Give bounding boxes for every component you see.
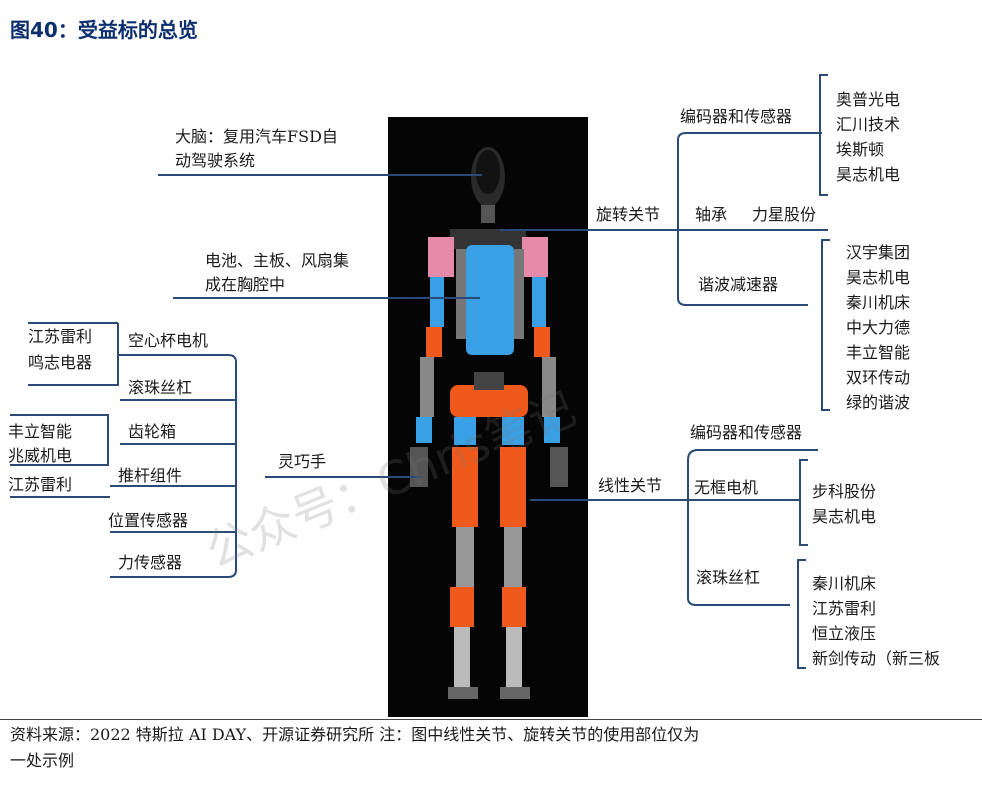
part-position-sensor: 位置传感器 bbox=[108, 511, 189, 530]
motor-supplier-2: 昊志机电 bbox=[812, 507, 877, 526]
source-note-line2: 一处示例 bbox=[10, 751, 75, 770]
bearing-supplier: 力星股份 bbox=[752, 205, 817, 224]
encoder-supplier-4: 昊志机电 bbox=[836, 165, 901, 184]
source-note-line1: 资料来源：2022 特斯拉 AI DAY、开源证券研究所 注：图中线性关节、旋转… bbox=[10, 725, 700, 744]
supplier-jiangsu-leili: 江苏雷利 bbox=[28, 327, 93, 346]
encoder-supplier-1: 奥普光电 bbox=[836, 90, 901, 109]
source-note: 资料来源：2022 特斯拉 AI DAY、开源证券研究所 注：图中线性关节、旋转… bbox=[10, 722, 699, 774]
supplier-jiangsu-leili-2: 江苏雷利 bbox=[8, 475, 73, 494]
chest-label-line2: 成在胸腔中 bbox=[205, 275, 286, 294]
linear-encoder-label: 编码器和传感器 bbox=[690, 423, 803, 442]
screw-supplier-3: 恒立液压 bbox=[812, 624, 877, 643]
part-coreless-motor: 空心杯电机 bbox=[128, 331, 209, 350]
part-force-sensor: 力传感器 bbox=[118, 553, 183, 572]
harmonic-reducer-label: 谐波减速器 bbox=[698, 275, 779, 294]
screw-supplier-1: 秦川机床 bbox=[812, 574, 877, 593]
reducer-supplier-6: 双环传动 bbox=[846, 368, 911, 387]
linear-joint-label: 线性关节 bbox=[598, 476, 663, 495]
rotary-encoder-label: 编码器和传感器 bbox=[680, 107, 793, 126]
reducer-supplier-5: 丰立智能 bbox=[846, 343, 911, 362]
brain-label-line1: 大脑：复用汽车FSD自 bbox=[175, 127, 338, 146]
chest-label-line1: 电池、主板、风扇集 bbox=[205, 251, 350, 270]
brain-label-line2: 动驾驶系统 bbox=[175, 151, 256, 170]
reducer-supplier-2: 昊志机电 bbox=[846, 268, 911, 287]
reducer-supplier-3: 秦川机床 bbox=[846, 293, 911, 312]
reducer-supplier-1: 汉宇集团 bbox=[846, 243, 911, 262]
screw-supplier-2: 江苏雷利 bbox=[812, 599, 877, 618]
bearing-label: 轴承 bbox=[695, 205, 728, 224]
linear-ball-screw-label: 滚珠丝杠 bbox=[696, 568, 761, 587]
robot-figure bbox=[410, 147, 568, 699]
part-ball-screw: 滚珠丝杠 bbox=[128, 378, 193, 397]
supplier-zhaowei: 兆威机电 bbox=[8, 446, 73, 465]
dexterous-hand-label: 灵巧手 bbox=[278, 452, 327, 471]
part-gearbox: 齿轮箱 bbox=[128, 422, 177, 441]
figure-title: 图40：受益标的总览 bbox=[10, 18, 198, 42]
rotary-joint-label: 旋转关节 bbox=[596, 205, 661, 224]
reducer-supplier-4: 中大力德 bbox=[846, 318, 911, 337]
encoder-supplier-2: 汇川技术 bbox=[836, 115, 901, 134]
footer-rule bbox=[0, 719, 982, 720]
screw-supplier-4: 新剑传动（新三板 bbox=[812, 649, 941, 668]
motor-supplier-1: 步科股份 bbox=[812, 482, 877, 501]
robot-image bbox=[388, 117, 588, 717]
supplier-mingzhi: 鸣志电器 bbox=[28, 353, 93, 372]
part-pushrod: 推杆组件 bbox=[118, 466, 183, 485]
reducer-supplier-7: 绿的谐波 bbox=[846, 393, 911, 412]
encoder-supplier-3: 埃斯顿 bbox=[836, 140, 885, 159]
supplier-fengli: 丰立智能 bbox=[8, 422, 73, 441]
frameless-motor-label: 无框电机 bbox=[694, 478, 759, 497]
